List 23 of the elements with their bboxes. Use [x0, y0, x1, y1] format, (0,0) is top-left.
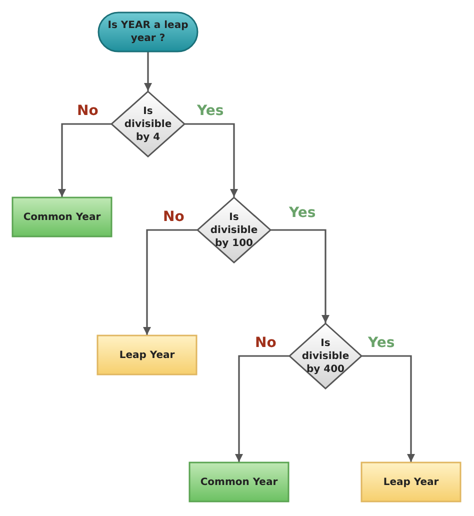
process-box	[12, 197, 112, 237]
arrow	[271, 229, 330, 323]
arrow	[143, 229, 197, 335]
node-text: Is YEAR a leap year ?	[106, 19, 190, 45]
decision-diamond	[111, 91, 185, 157]
process-box	[361, 462, 461, 502]
arrow	[58, 123, 111, 197]
terminal-shape	[98, 12, 198, 52]
node-text: Is divisible by 100	[209, 210, 259, 250]
node-text: Leap Year	[119, 348, 175, 362]
node-text: Is divisible by 400	[300, 336, 350, 376]
arrow	[185, 123, 238, 197]
node-text: Common Year	[23, 210, 101, 224]
arrow	[144, 52, 152, 91]
arrow	[235, 355, 289, 462]
node-text: Leap Year	[383, 476, 439, 488]
arrow	[362, 355, 415, 462]
decision-diamond	[289, 323, 362, 389]
node-text: Common Year	[200, 476, 278, 488]
process-box	[97, 335, 197, 375]
process-box	[189, 462, 289, 502]
decision-diamond	[197, 197, 271, 263]
node-text: Is divisible by 4	[123, 104, 173, 144]
